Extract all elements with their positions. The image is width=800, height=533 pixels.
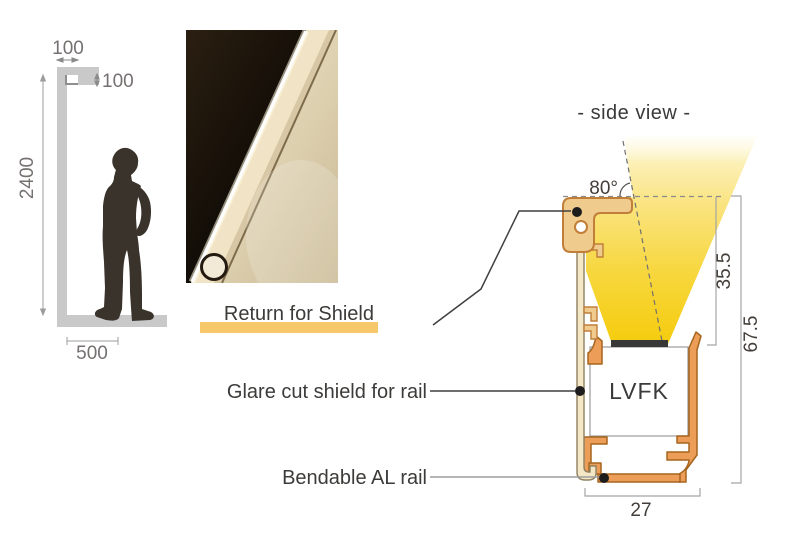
cove-return-line: [65, 75, 78, 85]
dim-total-height-label: 67.5: [741, 316, 762, 353]
dim-67-bracket: [731, 195, 742, 484]
glare-shield-leader-dot: [575, 386, 585, 396]
return-shield-callout: Return for Shield: [224, 303, 374, 325]
photo-profile-edge: [214, 30, 337, 283]
dim-top-width-label: 100: [52, 38, 84, 59]
return-shield-hole: [574, 220, 588, 234]
rail-right-wall: [666, 331, 702, 483]
lvfk-module-box: [589, 346, 689, 437]
product-photo: [186, 30, 338, 283]
glare-shield-callout: Glare cut shield for rail: [227, 381, 427, 403]
dim-35-bracket: [707, 197, 717, 346]
dim-offset-bracket: [66, 337, 119, 345]
dim-ceiling-height-label: 2400: [17, 157, 38, 199]
dim-return-depth-arrow: [94, 72, 100, 88]
glare-shield-bar: [576, 212, 597, 481]
side-view-title: - side view -: [577, 102, 690, 124]
callout-labels: Return for Shield Glare cut shield for r…: [200, 207, 609, 489]
return-shield-highlight: [200, 322, 378, 333]
beam-angle-label: 80°: [589, 178, 618, 199]
beam-angle-arc: [619, 182, 631, 197]
bendable-rail-callout: Bendable AL rail: [282, 467, 427, 489]
wall: [57, 85, 67, 315]
photo-soft-glow: [246, 160, 338, 283]
shield-hook-mid-1: [583, 306, 598, 322]
side-view-diagram: - side view - 80° LVFK: [562, 102, 762, 521]
photo-lit-profile: [191, 30, 329, 283]
module-label: LVFK: [609, 378, 669, 404]
shield-hook-mid-2: [583, 324, 598, 340]
dim-return-depth-label: 100: [102, 71, 134, 92]
bendable-rail-leader-dot: [599, 473, 609, 483]
dim-top-width-arrow: [55, 57, 80, 63]
dim-shield-height-label: 35.5: [714, 253, 735, 290]
ceiling-cove-profile: [57, 67, 99, 85]
bendable-al-rail: [582, 331, 702, 483]
dim-rail-width-label: 27: [630, 500, 651, 521]
dim-height-line: [39, 73, 47, 317]
light-beam-cone: [586, 136, 757, 344]
beam-axis-dashed-line: [622, 140, 663, 342]
photo-shadow-line: [221, 30, 337, 283]
dimension-brackets: [584, 195, 742, 497]
led-strip-light: [190, 30, 308, 283]
person-silhouette: [94, 147, 154, 321]
dim-27-bracket: [584, 488, 701, 497]
rail-bottom-bar: [597, 473, 681, 483]
glare-cut-shield: [576, 212, 604, 481]
installation-diagram: 100 100 2400 500: [17, 38, 167, 364]
profile-end-cap: [200, 253, 228, 281]
rail-left-bracket: [587, 335, 603, 365]
dim-floor-offset-label: 500: [76, 343, 108, 364]
return-shield-leader-line: [432, 210, 571, 326]
led-strip: [611, 340, 668, 347]
return-shield-leader-dot: [572, 207, 582, 217]
